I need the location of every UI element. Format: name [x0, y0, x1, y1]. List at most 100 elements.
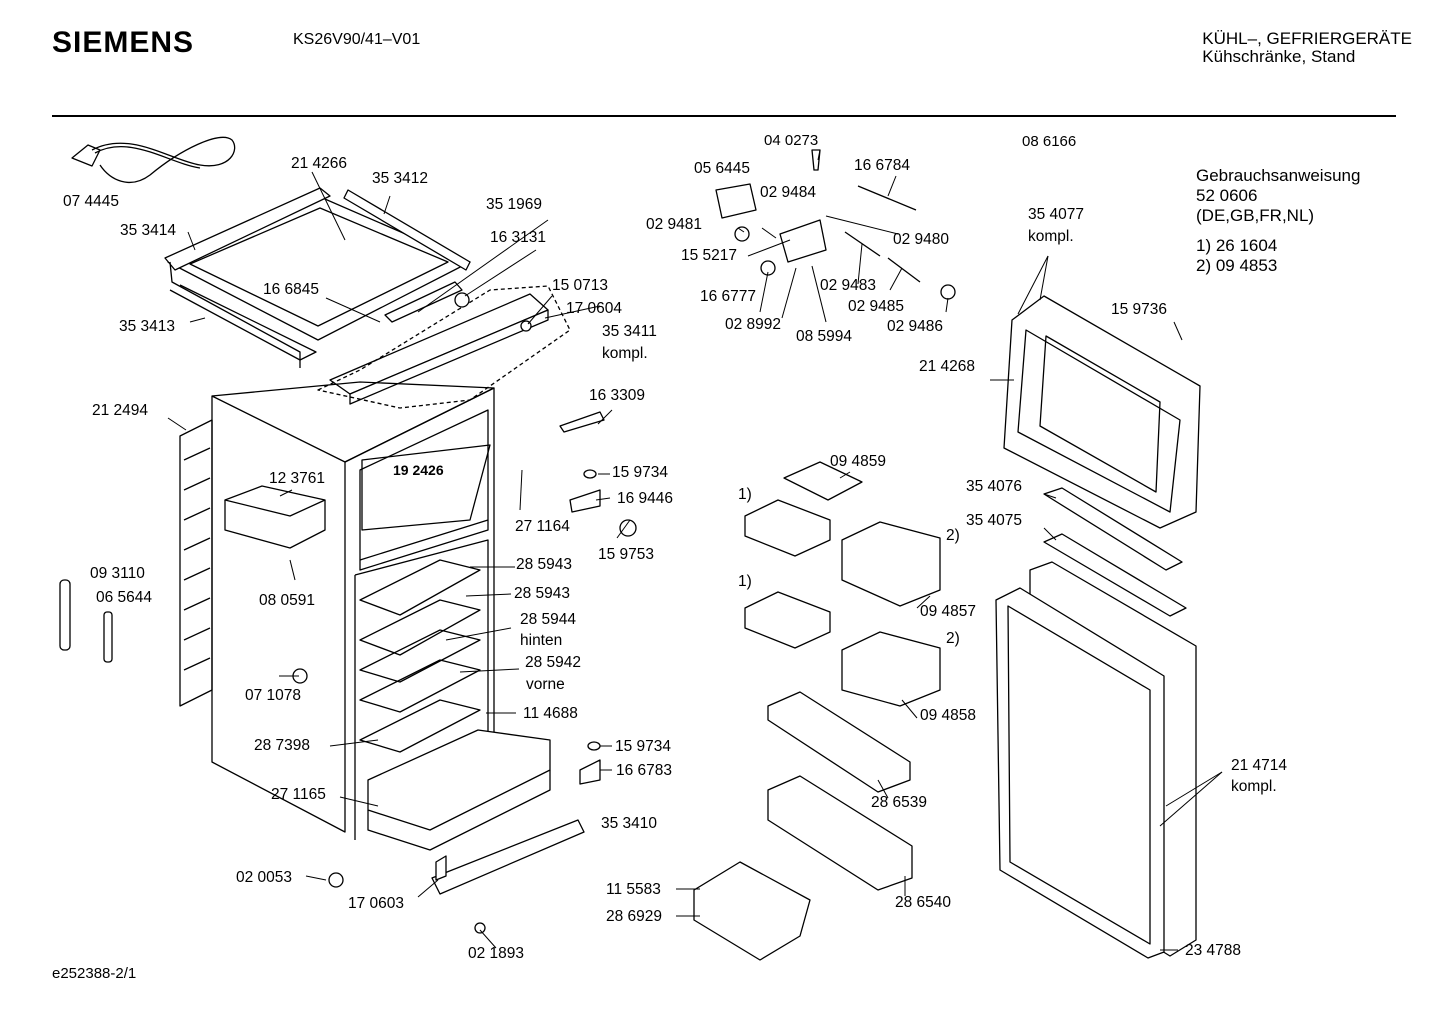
part-label: 16 6845: [263, 281, 320, 298]
fridge-door-drawing: [995, 561, 1197, 959]
part-label: 28 6929: [606, 908, 663, 925]
part-label: 12 3761: [269, 470, 326, 487]
variant-marker: 2): [946, 527, 960, 544]
part-label: 07 4445: [63, 193, 120, 210]
part-label: 17 0603: [348, 895, 405, 912]
part-label: 02 9483: [820, 277, 877, 294]
part-label: 28 5942: [525, 654, 582, 671]
part-label: 27 1164: [515, 518, 570, 535]
freezer-door-drawing: [1003, 295, 1201, 529]
part-label: 27 1165: [271, 786, 326, 803]
part-label: 35 3410: [601, 815, 658, 832]
part-label: 28 5943: [516, 556, 573, 573]
part-label: 15 9734: [615, 738, 672, 755]
part-label: kompl.: [602, 345, 648, 362]
part-label: 02 9481: [646, 216, 703, 233]
variant-marker: 1): [738, 573, 752, 590]
part-label: 35 3414: [120, 222, 177, 239]
part-label: 35 4076: [966, 478, 1023, 495]
manual-title: Gebrauchsanweisung: [1196, 166, 1361, 185]
part-label: 19 2426: [393, 462, 444, 478]
part-label: 28 6540: [895, 894, 952, 911]
hinge-parts-drawing: [328, 411, 637, 934]
part-label: 08 0591: [259, 592, 316, 609]
part-label: 08 5994: [796, 328, 853, 345]
condenser-drawing: [179, 419, 213, 707]
part-label: 05 6445: [694, 160, 751, 177]
drawing-reference-code: e252388-2/1: [52, 965, 137, 982]
brand-logo: SIEMENS: [52, 26, 195, 59]
part-label: 07 1078: [245, 687, 302, 704]
variant-marker: 1): [738, 486, 752, 503]
part-label: hinten: [520, 632, 563, 649]
part-label: 15 9734: [612, 464, 669, 481]
part-label: 15 0713: [552, 277, 609, 294]
control-panel-drawing: [317, 281, 571, 409]
part-label: 02 9486: [887, 318, 944, 335]
part-label: 11 4688: [523, 705, 578, 722]
part-label: 28 5944: [520, 611, 577, 628]
part-label: vorne: [526, 676, 565, 693]
manual-languages: (DE,GB,FR,NL): [1196, 206, 1315, 225]
manual-variant-2: 2) 09 4853: [1196, 256, 1278, 275]
part-label: 02 9484: [760, 184, 817, 201]
part-label: 02 0053: [236, 869, 293, 886]
part-label: 16 9446: [617, 490, 674, 507]
appliance-category: KÜHL–, GEFRIERGERÄTE Kühschränke, Stand: [1202, 30, 1412, 66]
part-label: 35 4075: [966, 512, 1023, 529]
part-label: 35 1969: [486, 196, 543, 213]
part-label: 09 4857: [920, 603, 977, 620]
part-label: 15 9753: [598, 546, 655, 563]
part-label: 02 8992: [725, 316, 782, 333]
category-line-2: Kühschränke, Stand: [1202, 47, 1356, 66]
leader-lines: [167, 149, 1223, 951]
part-label: 23 4788: [1185, 942, 1242, 959]
part-label: 35 4077: [1028, 206, 1085, 223]
part-label: kompl.: [1231, 778, 1277, 795]
part-label: 02 1893: [468, 945, 525, 962]
part-label: 09 4859: [830, 453, 887, 470]
part-label: 15 5217: [681, 247, 738, 264]
header-divider: [52, 115, 1396, 117]
part-label: 16 6783: [616, 762, 673, 779]
part-label: 09 3110: [90, 565, 145, 582]
ice-tray-drawing: [224, 485, 326, 549]
manual-number: 52 0606: [1196, 186, 1258, 205]
part-label: 16 6777: [700, 288, 757, 305]
part-label: 02 9485: [848, 298, 905, 315]
door-rails-drawing: [1043, 487, 1187, 617]
part-label: 16 3309: [589, 387, 646, 404]
part-label: 21 2494: [92, 402, 149, 419]
part-label: 35 3412: [372, 170, 429, 187]
part-label: 28 6539: [871, 794, 928, 811]
part-label: 11 5583: [606, 881, 661, 898]
part-label: 21 4268: [919, 358, 976, 375]
category-line-1: KÜHL–, GEFRIERGERÄTE: [1202, 29, 1412, 48]
part-label: 35 3411: [602, 323, 657, 340]
variant-marker: 2): [946, 630, 960, 647]
user-manual-note: Gebrauchsanweisung 52 0606 (DE,GB,FR,NL)…: [1196, 166, 1360, 276]
part-label: kompl.: [1028, 228, 1074, 245]
part-label: 21 4714: [1231, 757, 1288, 774]
part-label: 17 0604: [566, 300, 623, 317]
part-label: 28 7398: [254, 737, 311, 754]
part-label: 02 9480: [893, 231, 950, 248]
top-cover-drawing: [164, 187, 471, 368]
power-cord-drawing: [71, 136, 236, 184]
part-label: 09 4858: [920, 707, 977, 724]
fridge-cabinet-drawing: [211, 381, 551, 851]
part-label: 21 4266: [291, 155, 348, 172]
part-label: 35 3413: [119, 318, 176, 335]
part-label: 08 6166: [1022, 133, 1077, 150]
part-label: 16 3131: [490, 229, 547, 246]
part-label: 16 6784: [854, 157, 911, 174]
manual-variant-1: 1) 26 1604: [1196, 236, 1278, 255]
part-label: 28 5943: [514, 585, 571, 602]
part-label: 15 9736: [1111, 301, 1168, 318]
thermostat-assembly-drawing: [715, 149, 956, 300]
model-number: KS26V90/41–V01: [293, 31, 421, 48]
part-label: 06 5644: [96, 589, 153, 606]
door-bins-drawing: [693, 461, 941, 961]
part-label: 04 0273: [764, 132, 819, 149]
